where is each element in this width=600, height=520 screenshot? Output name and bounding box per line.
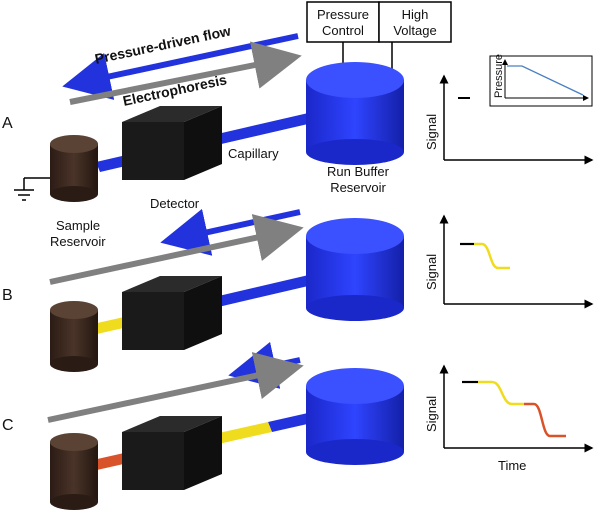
pressure-flow-arrow-b <box>160 208 301 256</box>
buffer-reservoir-c <box>306 368 404 465</box>
pressure-control-label-1: Pressure <box>317 7 369 22</box>
detector-label: Detector <box>150 196 200 211</box>
panel-a-letter: A <box>2 115 13 132</box>
panel-c: C Signal Time <box>2 341 594 510</box>
sample-reservoir-c <box>50 433 98 510</box>
signal-plot-c: Signal Time <box>424 364 594 473</box>
buffer-label-2: Reservoir <box>330 180 386 195</box>
signal-plot-a: Signal Pressure <box>424 54 594 165</box>
electrophoresis-arrow-c <box>47 352 304 423</box>
detector-c <box>122 416 222 490</box>
pressure-flow-label: Pressure-driven flow <box>93 22 232 66</box>
panel-b: B Signal <box>2 208 594 372</box>
control-box: Pressure Control High Voltage <box>306 1 452 74</box>
detector-a <box>122 106 222 180</box>
capillary-b-blue <box>210 270 334 308</box>
signal-axis-label-c: Signal <box>424 396 439 432</box>
panel-c-letter: C <box>2 417 14 434</box>
time-axis-label: Time <box>498 458 526 473</box>
sample-reservoir-a <box>50 135 98 202</box>
signal-plot-b: Signal <box>424 214 594 309</box>
sample-label-1: Sample <box>56 218 100 233</box>
buffer-reservoir-b <box>306 218 404 321</box>
capillary-label: Capillary <box>228 146 279 161</box>
panel-b-letter: B <box>2 287 13 304</box>
signal-axis-label-b: Signal <box>424 254 439 290</box>
capillary-c-yellow <box>210 422 272 445</box>
sample-label-2: Reservoir <box>50 234 106 249</box>
electrophoresis-label: Electrophoresis <box>121 71 228 109</box>
detector-b <box>122 276 222 350</box>
sample-reservoir-b <box>50 301 98 372</box>
signal-axis-label-a: Signal <box>424 114 439 150</box>
inset-pressure-label: Pressure <box>493 54 505 98</box>
electrophoresis-arrow-b <box>49 214 304 285</box>
high-voltage-label-2: Voltage <box>393 23 436 38</box>
ground-symbol <box>14 177 50 201</box>
buffer-reservoir-a <box>306 62 404 165</box>
electrophoresis-arrow <box>69 41 302 105</box>
pressure-control-label-2: Control <box>322 23 364 38</box>
high-voltage-label-1: High <box>402 7 429 22</box>
buffer-label-1: Run Buffer <box>327 164 390 179</box>
